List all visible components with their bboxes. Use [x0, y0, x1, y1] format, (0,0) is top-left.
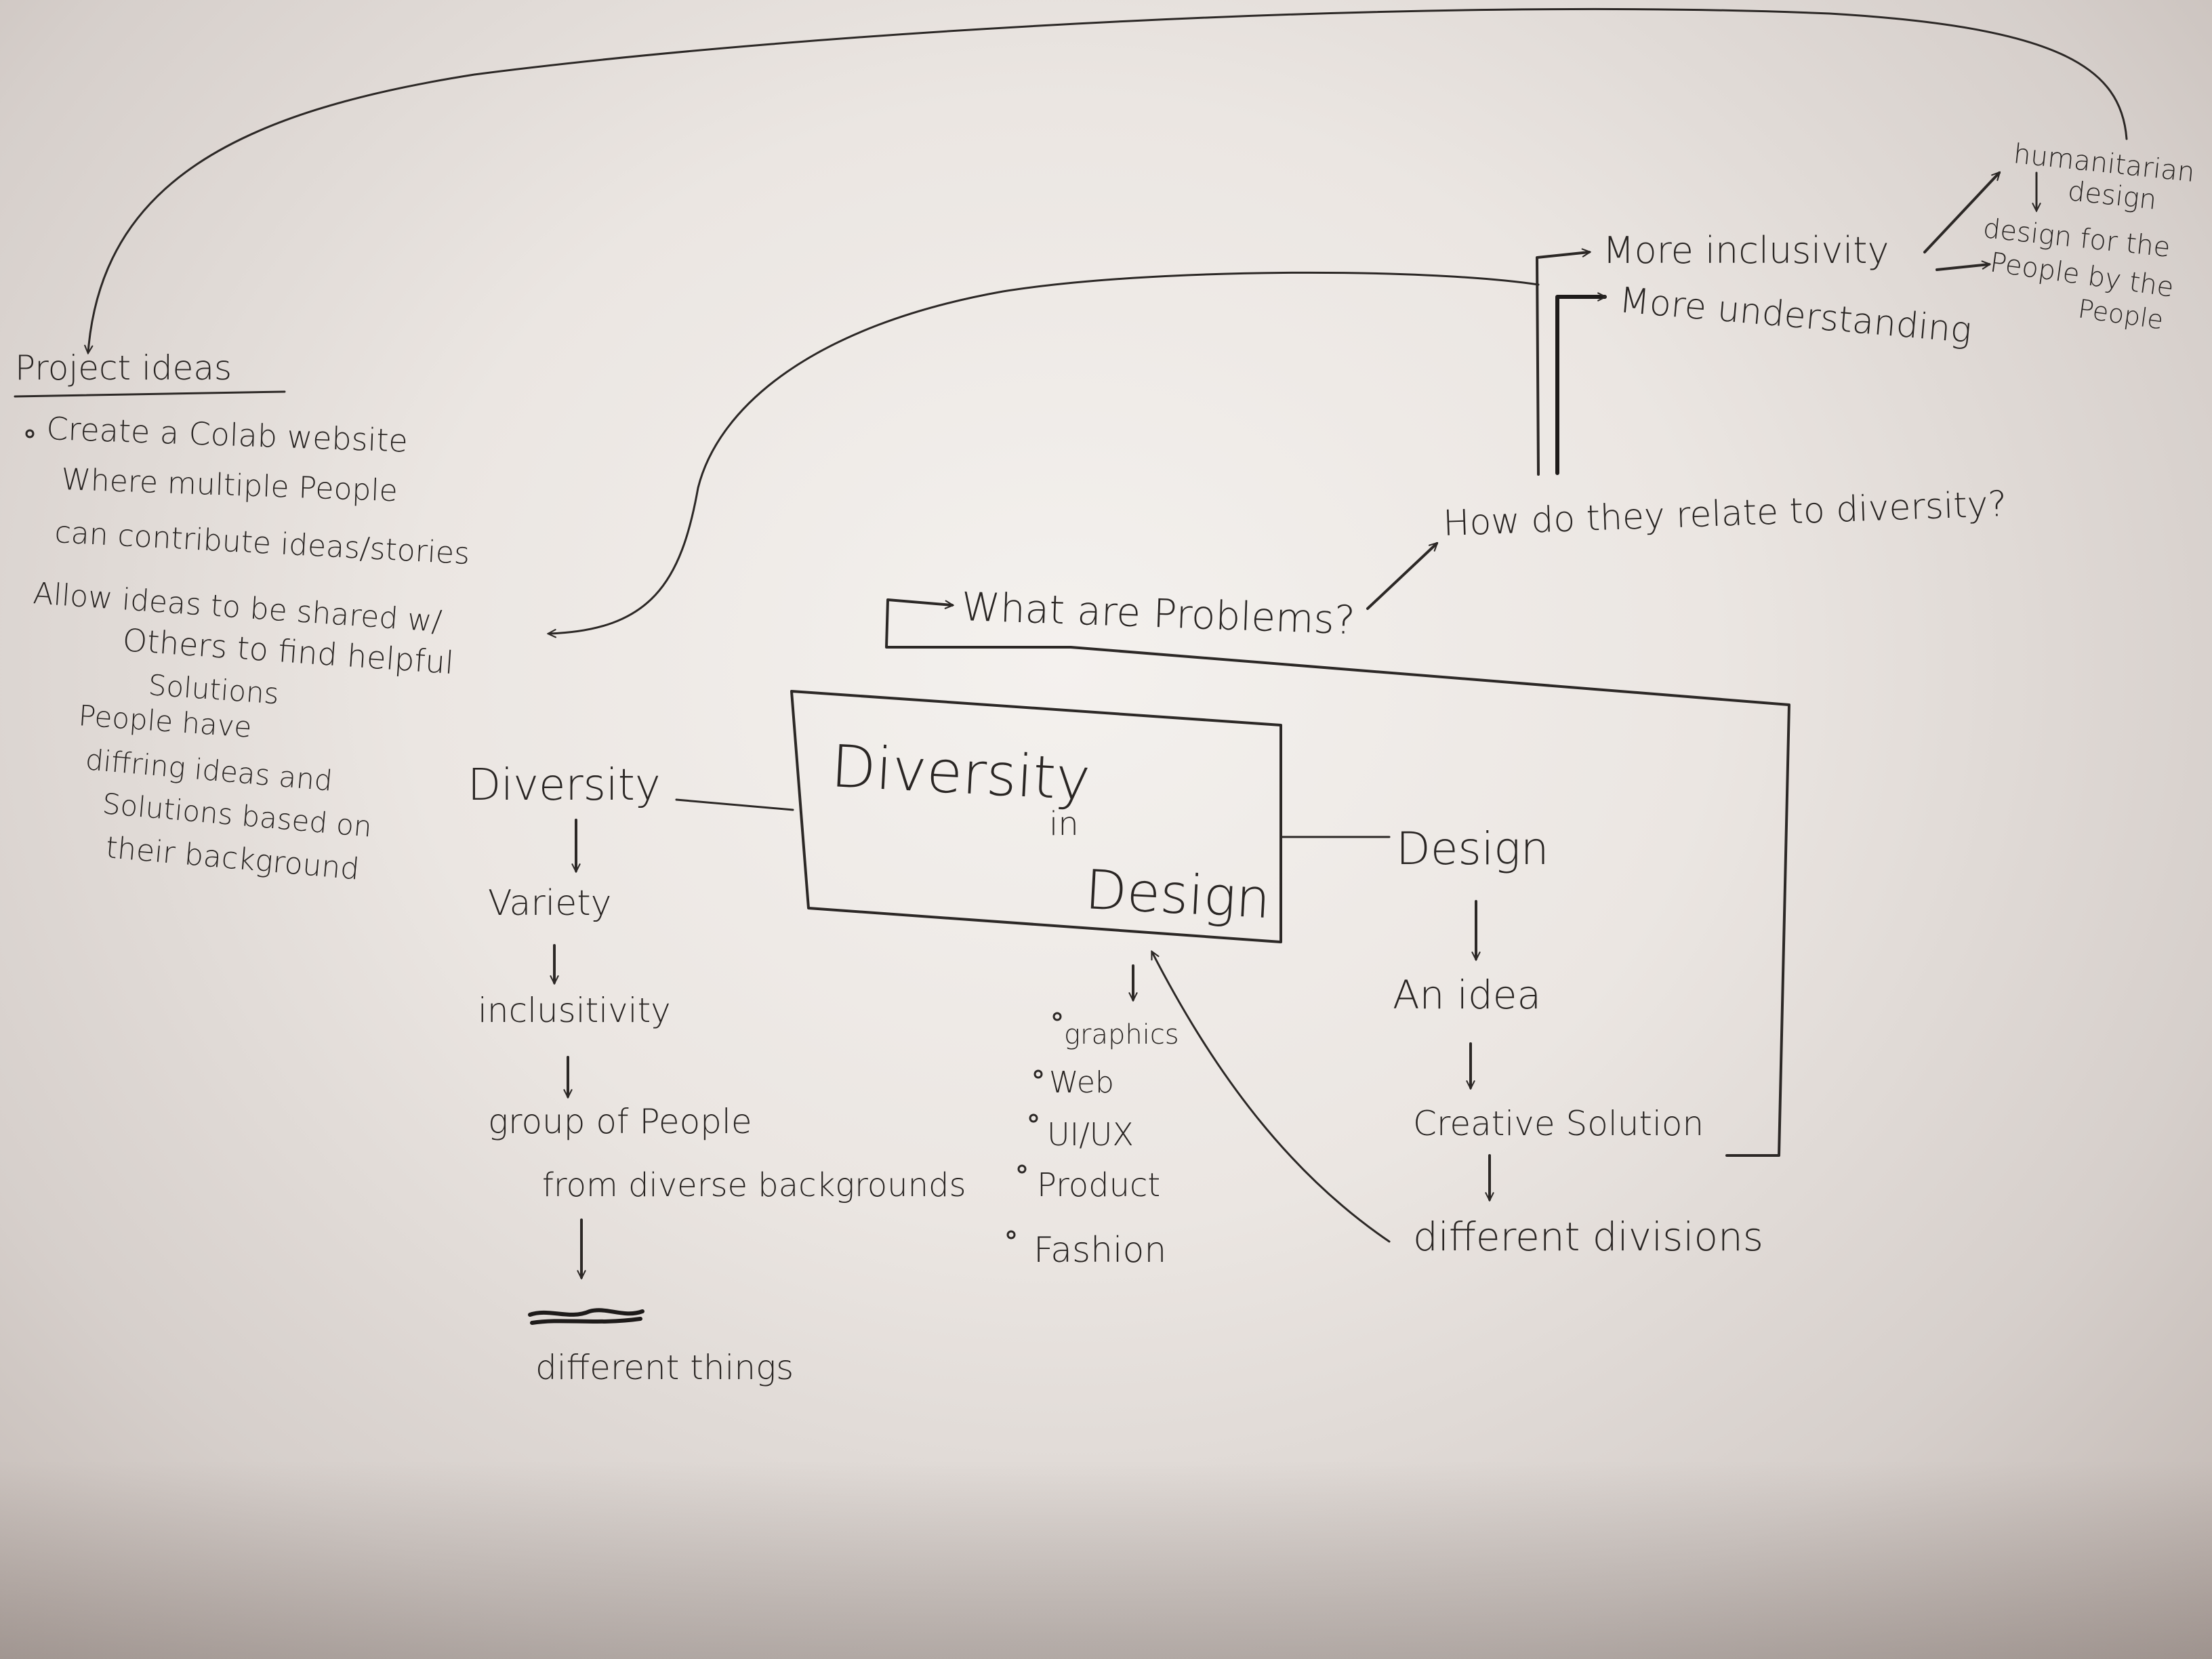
design-step-3: different divisions: [1413, 1214, 1763, 1260]
understanding-to-ideas-curve: [549, 271, 1540, 634]
bullet: [1006, 1230, 1016, 1240]
design-root: Design: [1396, 823, 1549, 875]
diversity-step-2: inclusitivity: [478, 991, 671, 1030]
bullet: [1052, 1012, 1062, 1021]
share-line-3: Solutions: [147, 668, 280, 710]
diversity-step-3: group of People: [488, 1102, 752, 1141]
project-line-3: can contribute ideas/stories: [54, 515, 470, 571]
project-heading: Project ideas: [15, 348, 232, 388]
project-heading-underline: [14, 390, 286, 398]
design-branch: Design An idea Creative Solution differe…: [1393, 823, 1763, 1260]
scribbled-word: [528, 1308, 644, 1325]
bullet: [1017, 1164, 1027, 1174]
divisions-list: graphics Web UI/UX Product Fashion: [1006, 952, 1391, 1271]
diversity-root: Diversity: [468, 760, 661, 811]
relate-to-inclusivity-arrow: [1536, 252, 1589, 476]
division-item-fashion: Fashion: [1033, 1230, 1166, 1271]
design-step-1: An idea: [1393, 972, 1541, 1018]
division-item-product: Product: [1037, 1166, 1160, 1204]
division-item-uiux: UI/UX: [1047, 1116, 1134, 1153]
central-title-line1: Diversity: [830, 733, 1092, 814]
design-step-2: Creative Solution: [1413, 1104, 1704, 1143]
relate-question: How do they relate to diversity?: [1442, 484, 2007, 544]
problems-question: What are Problems?: [961, 583, 1356, 643]
diversity-step-1: Variety: [488, 883, 611, 924]
project-ideas: Project ideas Create a Colab website Whe…: [14, 348, 470, 887]
link-box-diversity: [675, 798, 794, 811]
central-title-line3: Design: [1084, 858, 1272, 930]
bullet: [25, 429, 35, 438]
central-title-line2: in: [1049, 805, 1079, 843]
division-item-web: Web: [1049, 1065, 1114, 1100]
relate-to-understanding-arrow: [1555, 297, 1607, 475]
division-item-graphics: graphics: [1064, 1019, 1179, 1050]
central-box: [790, 690, 1282, 943]
problems-to-relate-arrow: [1366, 544, 1437, 610]
diversity-branch: Diversity Variety inclusitivity group of…: [468, 760, 966, 1387]
humanitarian-notes: humanitarian design design for the Peopl…: [88, 7, 2196, 352]
inclusivity-to-people-arrow: [1936, 264, 1989, 271]
bracket-creative-to-problems: [885, 598, 1790, 1157]
central-topic: Diversity in Design: [790, 690, 1282, 943]
humanitarian-to-project-curve: [88, 7, 2128, 352]
divisions-back-arrow: [1152, 952, 1391, 1243]
bullet: [1029, 1113, 1038, 1123]
more-inclusivity: More inclusivity: [1603, 229, 1889, 272]
diversity-step-5: different things: [535, 1348, 794, 1387]
more-understanding: More understanding: [1618, 280, 1973, 351]
project-line-2: Where multiple People: [61, 462, 398, 508]
bullet: [1033, 1069, 1043, 1079]
project-line-1: Create a Colab website: [46, 410, 409, 459]
problem-flow: What are Problems? How do they relate to…: [549, 229, 2007, 1157]
inclusivity-to-humanitarian-arrow: [1923, 173, 1999, 253]
diversity-step-4: from diverse backgrounds: [542, 1166, 966, 1204]
